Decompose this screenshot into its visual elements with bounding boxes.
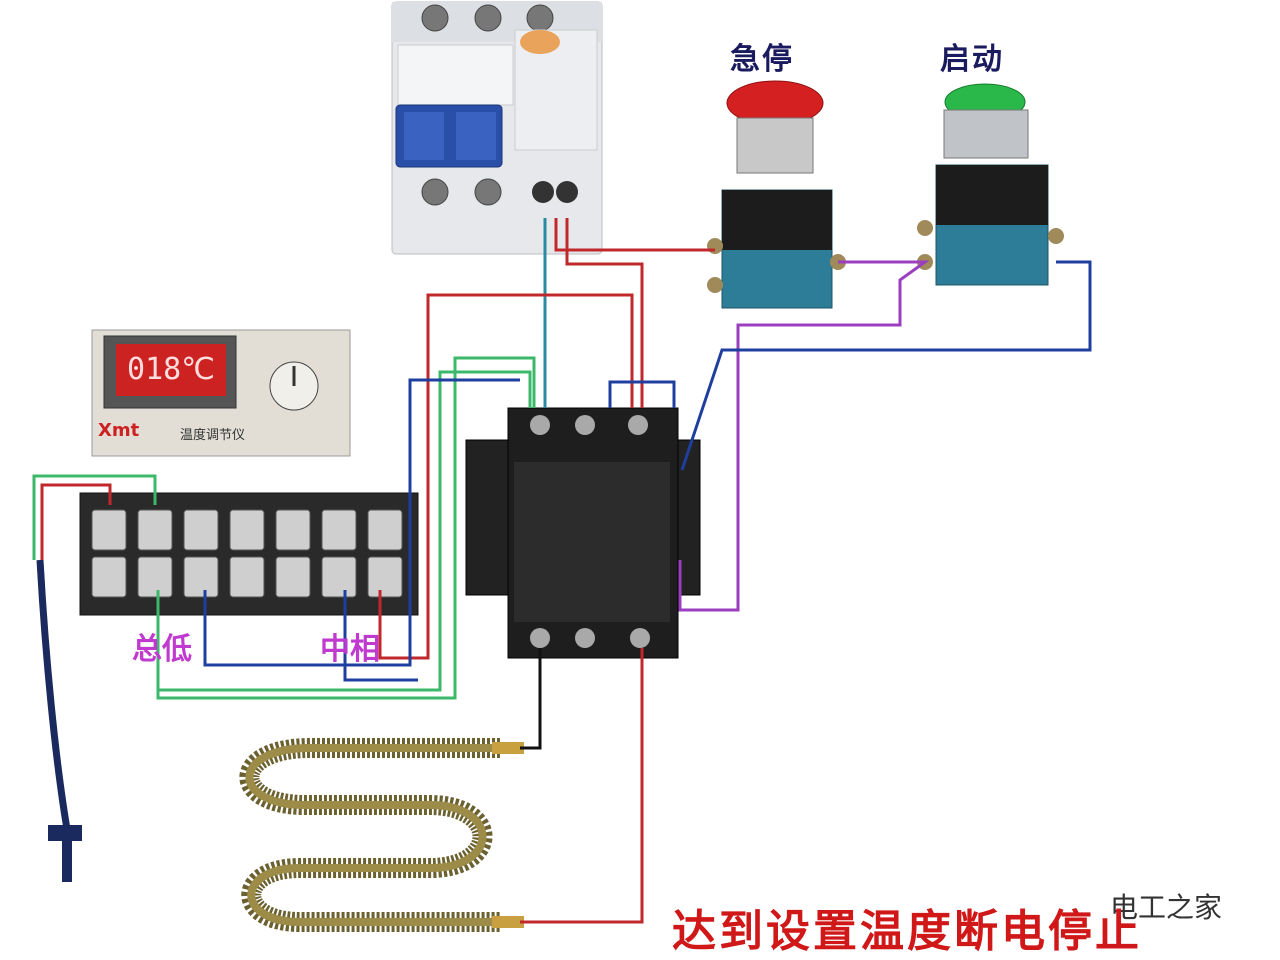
purple-wire — [678, 260, 930, 612]
red-wire-terminal — [378, 293, 634, 660]
navy-wire — [680, 260, 1092, 471]
emergency-stop-button[interactable] — [707, 80, 846, 309]
black-wire — [520, 648, 542, 750]
emergency-stop-label: 急停 — [730, 42, 794, 77]
green-wire — [156, 356, 536, 700]
blue-wire-2 — [343, 590, 418, 682]
red-wire-breaker — [565, 218, 644, 408]
heating-element — [239, 738, 524, 932]
temperature-display: 018℃ — [116, 344, 226, 396]
ac-contactor — [465, 407, 701, 659]
terminal-label-right: 中相 — [320, 632, 380, 667]
circuit-breaker — [391, 1, 603, 255]
blue-wire — [203, 378, 520, 667]
controller-model: 温度调节仪 — [180, 428, 246, 443]
temperature-probe — [36, 559, 82, 882]
wires — [32, 218, 1092, 924]
purple-wire-heater — [520, 648, 644, 924]
watermark: 电工之家 — [1110, 891, 1223, 924]
start-label: 启动 — [940, 42, 1004, 77]
terminal-block — [79, 492, 419, 616]
green-wire-2 — [158, 370, 532, 692]
controller-brand: Xmt — [98, 420, 140, 441]
start-button[interactable] — [917, 83, 1064, 286]
terminal-label-left: 总低 — [132, 632, 192, 667]
contactor-jumper — [608, 380, 676, 408]
probe-wire-red — [40, 483, 112, 560]
probe-wire-green — [32, 474, 157, 560]
diagram-caption: 达到设置温度断电停止 — [672, 906, 1142, 957]
red-wire-estop — [554, 218, 715, 252]
